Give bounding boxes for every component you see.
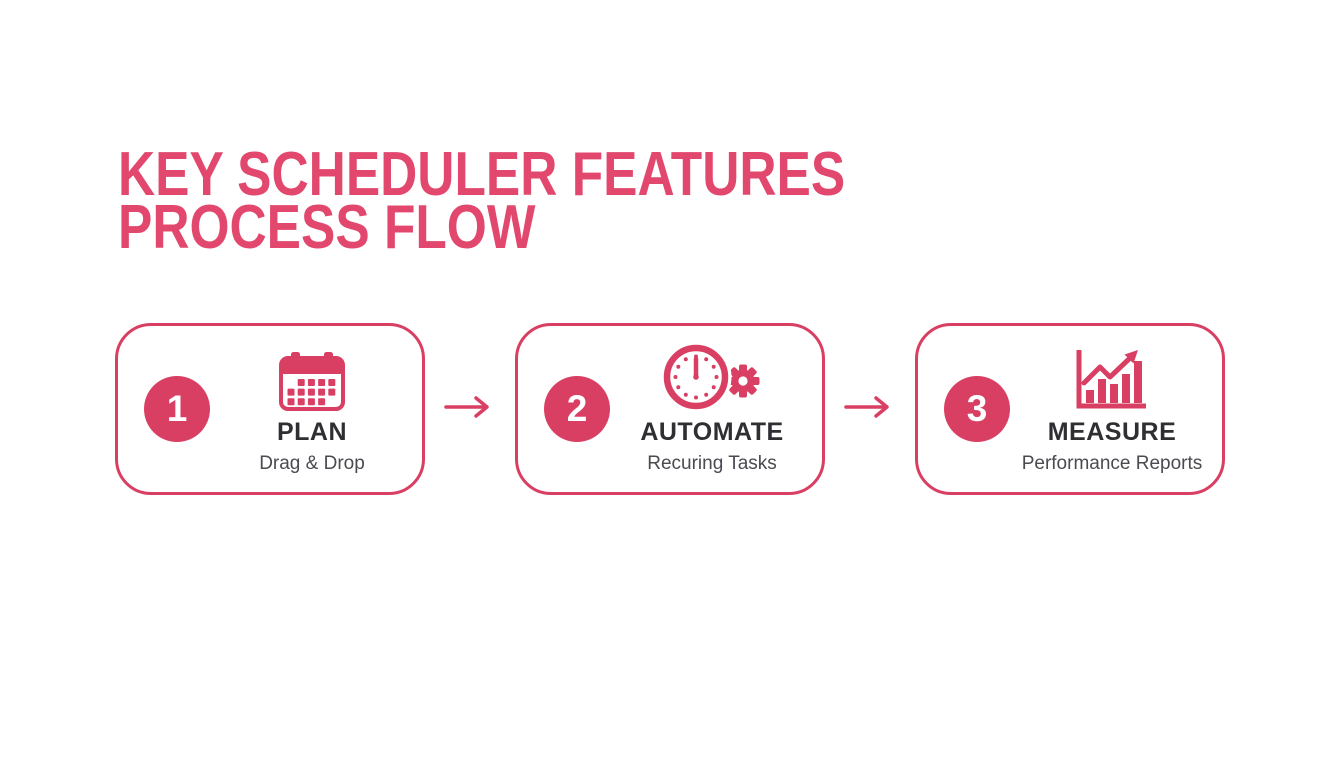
flow-arrow [425, 395, 515, 424]
arrow-right-icon [442, 395, 498, 424]
step-sublabel: Drag & Drop [259, 452, 365, 474]
step-card-plan: 1 PLAN Drag & [115, 323, 425, 495]
step-card-automate: 2 [515, 323, 825, 495]
step-content: PLAN Drag & Drop [210, 344, 422, 475]
step-label: MEASURE [1047, 417, 1177, 446]
arrow-right-icon [842, 395, 898, 424]
step-card-measure: 3 MEA [915, 323, 1225, 495]
step-sublabel: Recuring Tasks [647, 452, 777, 474]
calendar-icon [279, 344, 345, 412]
step-label: AUTOMATE [640, 417, 784, 446]
step-sublabel: Performance Reports [1021, 452, 1203, 474]
page-title: KEY SCHEDULER FEATURES PROCESS FLOW [118, 140, 846, 262]
clock-gear-icon [660, 341, 764, 412]
page-title-line2: PROCESS FLOW [118, 193, 536, 262]
step-number-badge: 1 [144, 376, 210, 442]
page-title-line1: KEY SCHEDULER FEATURES [118, 140, 846, 209]
flow-arrow [825, 395, 915, 424]
process-flow: 1 PLAN Drag & [115, 323, 1225, 495]
step-number-badge: 2 [544, 376, 610, 442]
step-label: PLAN [276, 417, 348, 446]
step-content: AUTOMATE Recuring Tasks [610, 341, 822, 475]
step-number-badge: 3 [944, 376, 1010, 442]
bar-chart-growth-icon [1074, 344, 1150, 412]
step-content: MEASURE Performance Reports [1010, 344, 1222, 475]
